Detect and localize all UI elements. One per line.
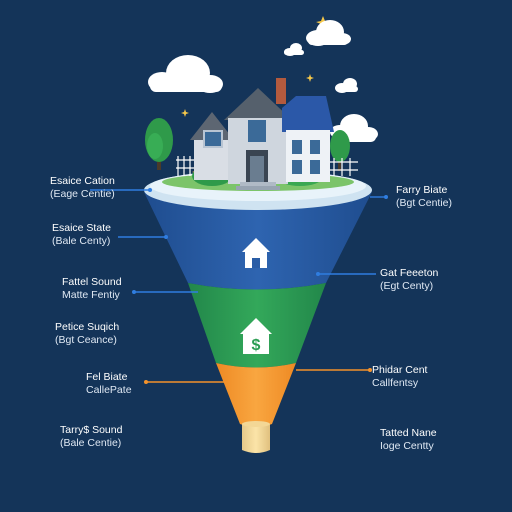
label-left-3: Fattel Sound Matte Fentiy: [62, 276, 122, 302]
cloud-icon: [284, 43, 304, 56]
label-left-3-subtitle: Matte Fentiy: [62, 289, 120, 301]
label-right-2: Gat Feeeton (Egt Centy): [380, 267, 438, 293]
house-icon: [242, 238, 270, 268]
label-right-3-title: Phidar Cent: [372, 364, 428, 376]
label-right-1-subtitle: (Bgt Centie): [396, 197, 453, 209]
tree-icon: [330, 130, 350, 171]
label-right-3: Phidar Cent Callfentsy: [372, 364, 427, 390]
label-left-4: Petice Suqich (Bgt Ceance): [55, 321, 119, 347]
label-left-4-title: Petice Suqich: [55, 321, 120, 333]
label-right-4: Tatted Nane Ioge Centty: [380, 427, 437, 453]
label-left-5-subtitle: CallePate: [86, 384, 132, 396]
pointer-lines: [90, 188, 388, 384]
cloud-icon: [335, 78, 358, 93]
label-left-5: Fel Biate CallePate: [86, 371, 132, 397]
label-left-1: Esaice Cation (Eage Centie): [50, 175, 115, 201]
label-left-2-title: Esaice State: [52, 222, 111, 234]
svg-text:$: $: [252, 337, 261, 354]
label-right-4-subtitle: Ioge Centty: [380, 440, 434, 452]
label-right-2-subtitle: (Egt Centy): [380, 280, 434, 292]
label-left-6-subtitle: (Bale Centie): [60, 437, 122, 449]
tree-icon: [145, 118, 173, 170]
label-right-1-title: Farry Biate: [396, 184, 448, 196]
label-left-4-subtitle: (Bgt Ceance): [55, 334, 117, 346]
label-left-6-title: Tarry$ Sound: [60, 424, 123, 436]
label-left-3-title: Fattel Sound: [62, 276, 122, 288]
label-right-3-subtitle: Callfentsy: [372, 377, 419, 389]
label-left-5-title: Fel Biate: [86, 371, 128, 383]
label-right-1: Farry Biate (Bgt Centie): [396, 184, 452, 210]
cloud-icon: [306, 20, 351, 46]
label-right-2-title: Gat Feeeton: [380, 267, 439, 279]
label-left-2: Esaice State (Bale Centy): [52, 222, 111, 248]
label-left-1-title: Esaice Cation: [50, 175, 115, 187]
house-illustration: [190, 78, 334, 190]
dollar-house-icon: $: [240, 318, 272, 354]
label-left-1-subtitle: (Eage Centie): [50, 188, 115, 200]
cloud-icon: [148, 55, 223, 93]
fence: [176, 156, 358, 176]
label-left-2-subtitle: (Bale Centy): [52, 235, 111, 247]
label-left-6: Tarry$ Sound (Bale Centie): [60, 424, 122, 450]
label-right-4-title: Tatted Nane: [380, 427, 437, 439]
